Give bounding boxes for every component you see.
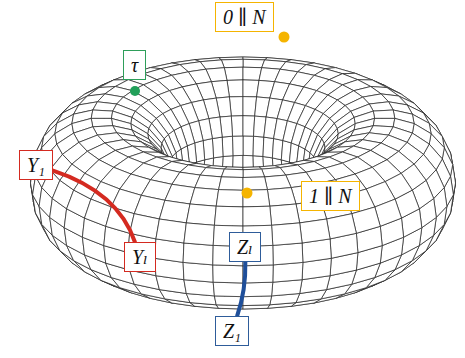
mesh-cell: [272, 223, 303, 246]
math-label: 0 ∥ N: [223, 5, 266, 29]
mesh-cell: [184, 223, 215, 246]
mesh-cell: [243, 116, 255, 137]
mesh-cell: [243, 265, 273, 283]
mesh-cell: [229, 97, 243, 117]
math-label: 1 ∥ N: [309, 184, 352, 208]
mesh-cell: [219, 177, 243, 190]
label-box: Zₗ: [229, 232, 261, 262]
mesh-cell: [216, 190, 243, 207]
path-curve: [53, 171, 135, 242]
mesh-cell: [253, 136, 264, 156]
mesh-cell: [265, 175, 292, 190]
label-box: Yₗ: [124, 242, 156, 272]
mesh-cell: [243, 97, 257, 117]
mesh-cell: [327, 214, 357, 239]
mesh-cell: [222, 136, 233, 156]
mesh-cell: [186, 204, 216, 225]
mesh-cell: [243, 169, 265, 177]
mesh-cell: [183, 243, 213, 265]
mesh-cell: [267, 188, 296, 207]
mesh-cell: [221, 59, 243, 67]
mesh-cell: [243, 80, 259, 97]
point-dot: [242, 188, 253, 199]
mesh-cell: [243, 282, 273, 297]
mesh-cell: [224, 67, 243, 80]
path-curve: [237, 262, 245, 316]
mesh-cell: [91, 110, 113, 118]
label-box: Y₁: [19, 150, 53, 180]
math-label: Z₁: [223, 319, 241, 343]
mesh-cell: [270, 204, 300, 225]
label-box: Z₁: [215, 316, 249, 346]
mesh-cell: [231, 116, 243, 137]
mesh-cell: [373, 110, 395, 118]
mesh-cell: [213, 282, 243, 297]
mesh-cell: [183, 262, 213, 282]
point-dot: [130, 86, 140, 96]
mesh-cell: [221, 169, 243, 177]
mesh-cell: [273, 262, 303, 282]
mesh-cell: [243, 136, 254, 156]
mesh-cell: [213, 265, 243, 283]
mesh-cell: [156, 219, 186, 243]
mesh-cell: [214, 206, 243, 226]
mesh-cell: [233, 136, 244, 156]
math-label: τ: [131, 53, 138, 77]
label-box: τ: [123, 50, 146, 80]
mesh-cell: [300, 219, 330, 243]
mesh-cell: [243, 67, 262, 80]
label-box: 1 ∥ N: [301, 181, 360, 211]
mesh-cell: [263, 137, 274, 158]
label-box: 0 ∥ N: [215, 2, 274, 32]
mesh-cell: [227, 80, 243, 97]
math-label: Y₁: [27, 153, 45, 177]
math-label: Zₗ: [237, 235, 253, 259]
point-dot: [279, 32, 290, 43]
mesh-cell: [243, 296, 272, 306]
mesh-cell: [190, 188, 219, 207]
mesh-cell: [273, 243, 303, 265]
mesh-cell: [243, 206, 272, 226]
mesh-cell: [195, 175, 222, 190]
mesh-cell: [212, 137, 223, 158]
mesh-cell: [243, 59, 265, 67]
math-label: Yₗ: [132, 245, 148, 269]
